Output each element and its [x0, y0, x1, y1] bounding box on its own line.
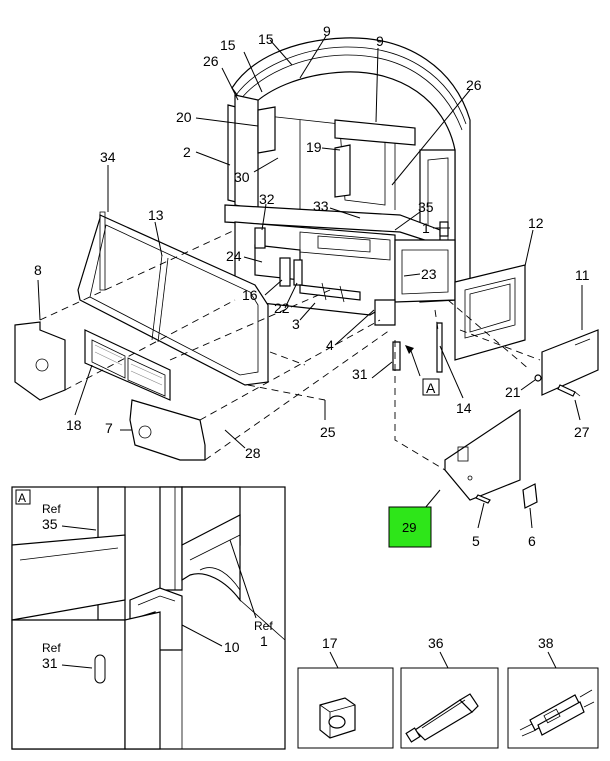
callout-26-right: 26: [466, 77, 482, 93]
ref-31-label: Ref: [42, 641, 61, 655]
grommet-icon: [319, 697, 356, 739]
rear-window-panel: [454, 264, 526, 361]
highlight-label: 29: [402, 520, 416, 535]
callout-10: 10: [224, 639, 240, 655]
cab-frame: [224, 37, 471, 326]
callout-4: 4: [326, 337, 334, 353]
callout-33: 33: [313, 198, 329, 214]
callout-6: 6: [528, 533, 536, 549]
callout-15-b: 15: [258, 31, 274, 47]
callout-3: 3: [292, 316, 300, 332]
detail-flag: A: [18, 491, 26, 505]
callout-21: 21: [505, 384, 521, 400]
callout-2: 2: [183, 144, 191, 160]
view-flag-main: A: [405, 345, 440, 396]
box-callout-38: 38: [538, 635, 554, 651]
parts-box-36: 36: [400, 635, 499, 749]
box-callout-17: 17: [322, 635, 338, 651]
lower-panel: [444, 408, 538, 509]
highlight-box: [388, 506, 432, 548]
callout-24: 24: [226, 248, 242, 264]
access-cover: [541, 329, 599, 396]
callout-30: 30: [234, 169, 250, 185]
callout-7: 7: [105, 420, 113, 436]
ref-35-number: 35: [42, 516, 58, 532]
callout-32: 32: [259, 191, 275, 207]
callout-15-a: 15: [220, 37, 236, 53]
callout-34: 34: [100, 149, 116, 165]
callout-5: 5: [472, 533, 480, 549]
callout-18: 18: [66, 417, 82, 433]
callout-13: 13: [148, 207, 164, 223]
callout-1: 1: [422, 220, 430, 236]
callout-9-right: 9: [376, 33, 384, 49]
callout-35: 35: [418, 199, 434, 215]
sealant-tube-icon: [405, 693, 479, 743]
leader-lines: [37, 35, 583, 529]
callout-14: 14: [456, 400, 472, 416]
corner-panel-left: [14, 321, 66, 401]
detail-view-a: A Ref 35 Ref 31 Ref 1 10: [11, 486, 286, 750]
ref-1-number: 1: [260, 633, 268, 649]
main-callouts: 26 15 15 9 9 26 20 2 19 30 34 33 35 1 32…: [34, 23, 590, 549]
callout-25: 25: [320, 424, 336, 440]
view-flag-main-label: A: [426, 380, 436, 396]
parts-box-17: 17: [297, 635, 394, 749]
callout-31: 31: [352, 366, 368, 382]
callout-26-left: 26: [203, 53, 219, 69]
callout-12: 12: [528, 215, 544, 231]
ref-1-label: Ref: [254, 619, 273, 633]
callout-11: 11: [575, 267, 590, 283]
callout-19: 19: [306, 139, 322, 155]
parts-box-38: 38: [507, 635, 599, 749]
callout-22: 22: [274, 300, 290, 316]
callout-23: 23: [421, 266, 437, 282]
box-callout-36: 36: [428, 635, 444, 651]
callout-9-left: 9: [323, 23, 331, 39]
grille-panel: [84, 329, 171, 401]
callout-20: 20: [176, 109, 192, 125]
callout-28: 28: [245, 445, 261, 461]
callout-8: 8: [34, 262, 42, 278]
ref-35-label: Ref: [42, 502, 61, 516]
front-bezel: [77, 211, 269, 386]
ref-31-number: 31: [42, 655, 58, 671]
corner-panel-right: [129, 399, 206, 461]
highlighted-part-29[interactable]: 29: [388, 506, 432, 548]
adhesive-syringe-icon: [519, 689, 595, 737]
callout-27: 27: [574, 424, 590, 440]
phantom-lines: [39, 229, 541, 471]
callout-16: 16: [242, 287, 258, 303]
